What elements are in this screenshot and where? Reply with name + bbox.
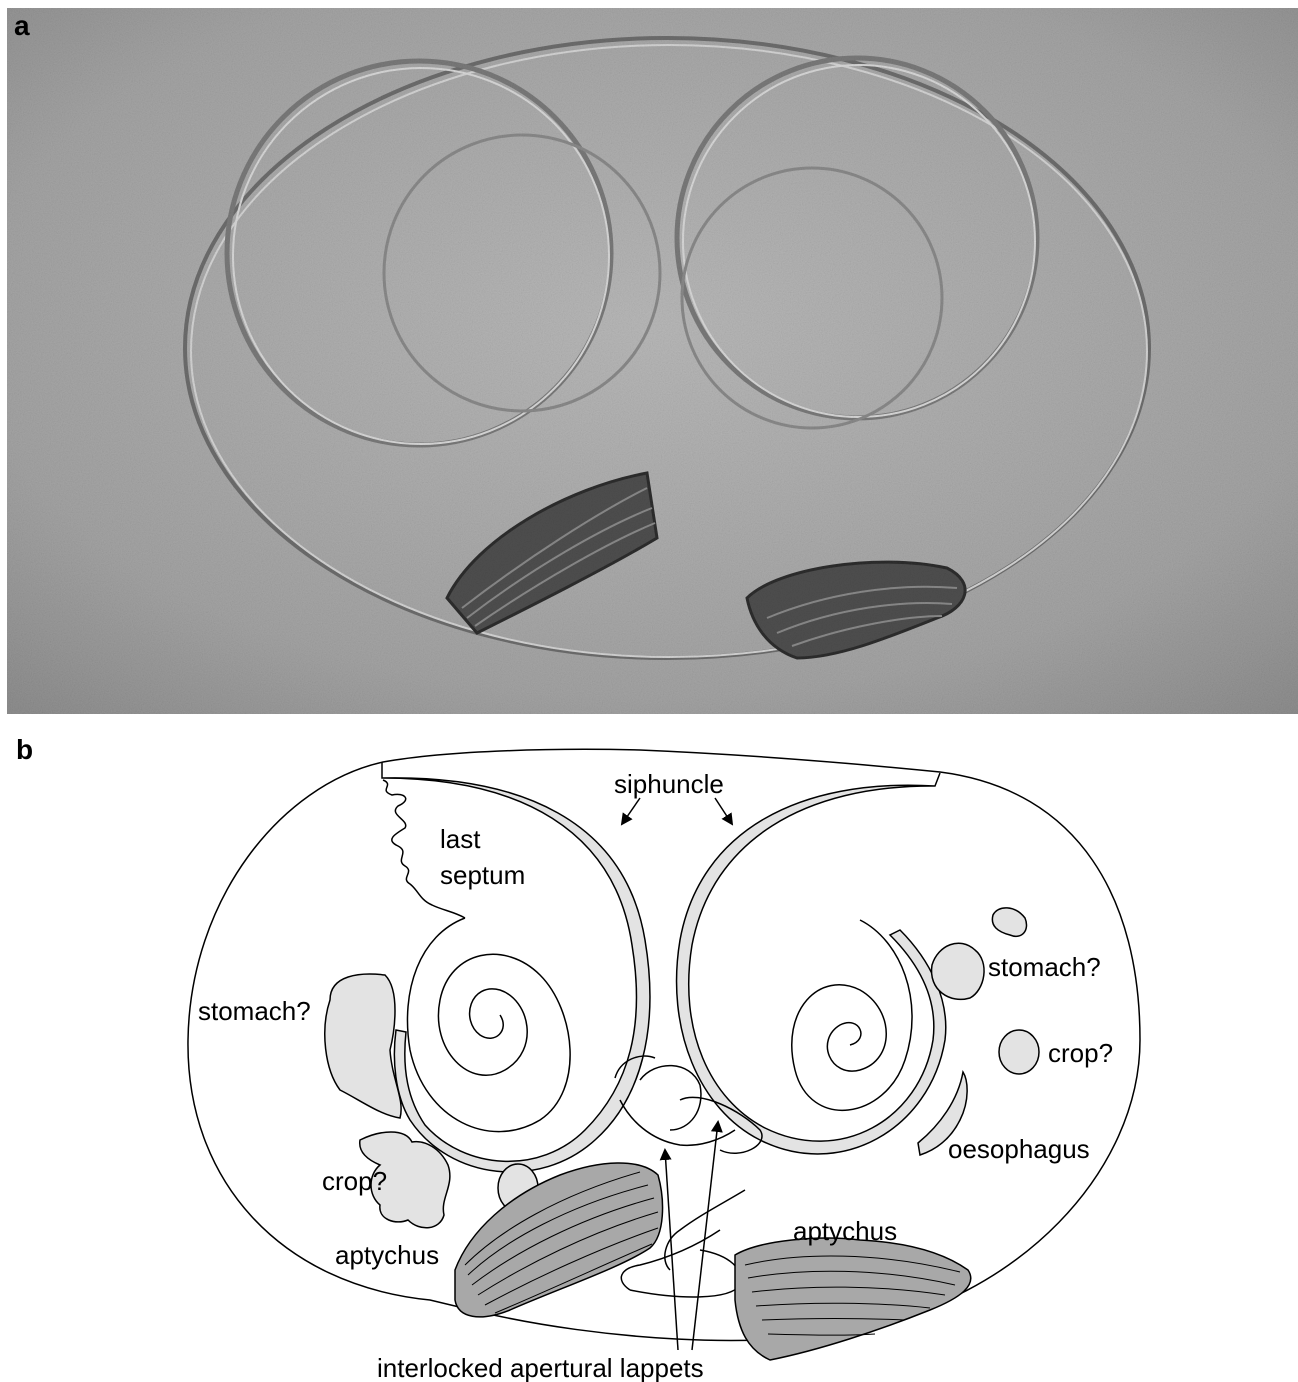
stomach-left-shape (325, 974, 401, 1118)
label-oesophagus: oesophagus (948, 1134, 1090, 1164)
fossil-photograph (7, 8, 1298, 714)
label-last-septum-1: last (440, 824, 481, 854)
siphuncle-left (382, 762, 650, 1172)
label-aptychus-left: aptychus (335, 1240, 439, 1270)
crop-right-shape (999, 1030, 1039, 1074)
label-last-septum-2: septum (440, 860, 525, 890)
stomach-right-small (992, 908, 1026, 936)
label-siphuncle: siphuncle (614, 769, 724, 799)
arrow-lappet-2 (692, 1122, 718, 1350)
label-stomach-left: stomach? (198, 996, 311, 1026)
aptychus-left-shape (455, 1163, 663, 1317)
label-crop-left: crop? (322, 1166, 387, 1196)
label-crop-right: crop? (1048, 1038, 1113, 1068)
label-lappets: interlocked apertural lappets (377, 1353, 704, 1382)
left-shell-whorls (407, 918, 570, 1132)
right-shell-whorls (792, 920, 912, 1110)
arrow-siphuncle-right (715, 798, 732, 824)
label-stomach-right: stomach? (988, 952, 1101, 982)
interpretive-drawing: siphuncle last septum stomach? crop? sto… (0, 730, 1298, 1382)
label-aptychus-right: aptychus (793, 1216, 897, 1246)
siphuncle-right (677, 773, 946, 1154)
arrow-lappet-1 (665, 1150, 678, 1350)
arrow-siphuncle-left (622, 798, 640, 824)
stomach-right-shape (932, 943, 985, 999)
panel-label-a: a (14, 10, 30, 42)
